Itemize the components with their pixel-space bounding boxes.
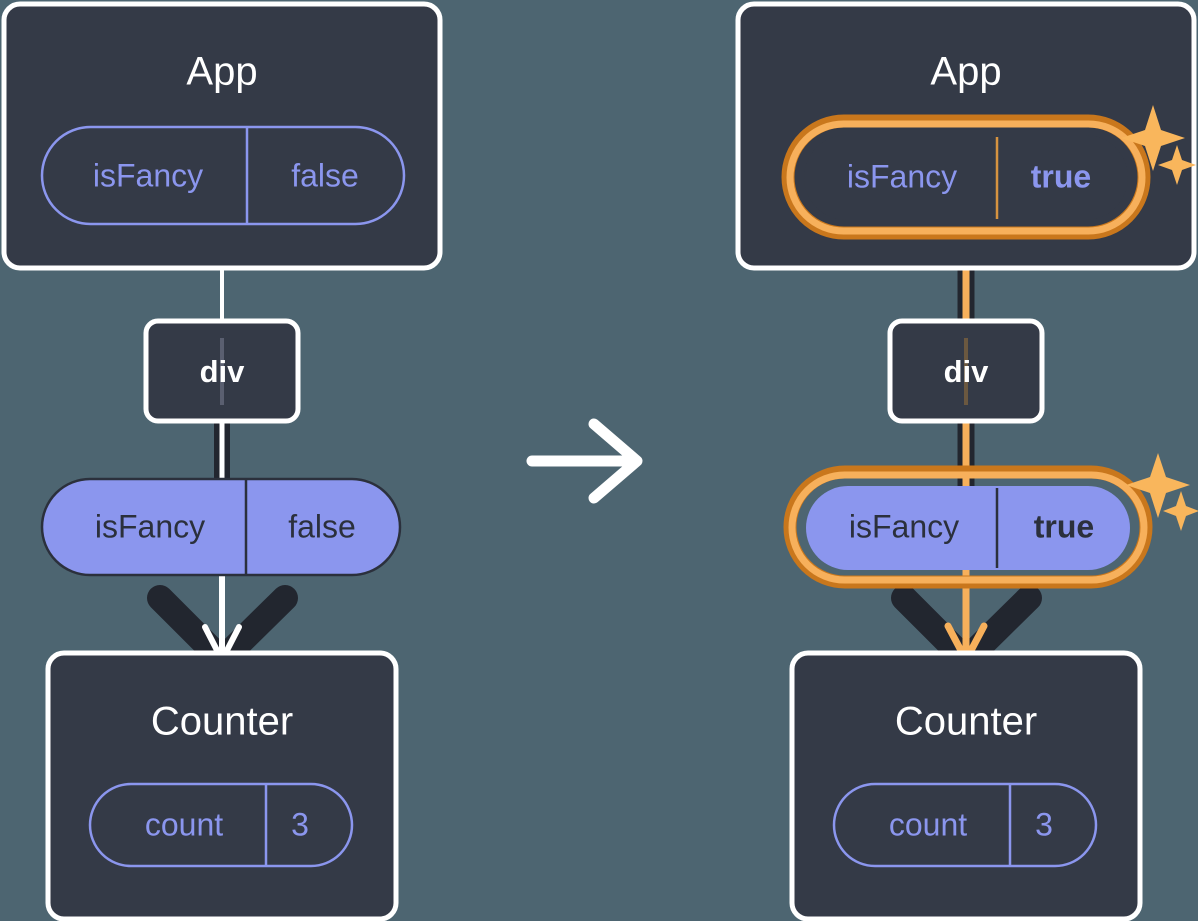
app-card-before [1,1,443,271]
app-title-after: App [930,50,1001,94]
counter-title-before: Counter [151,700,293,744]
counter-pill-value-before: 3 [291,806,309,842]
app-pill-key-before: isFancy [93,157,203,193]
counter-pill-key-before: count [145,806,223,842]
counter-card-after [789,650,1143,921]
prop-pill-body-after [806,486,1130,570]
prop-pill-after: isFancy true [783,465,1153,589]
app-pill-key-after: isFancy [847,158,957,194]
app-pill-body-after [804,135,1128,220]
counter-pill-value-after: 3 [1035,806,1053,842]
counter-pill-key-after: count [889,806,967,842]
prop-pill-before: isFancy false [40,477,402,577]
counter-card-before [45,650,399,921]
prop-pill-key-after: isFancy [849,508,959,544]
counter-pill-after: count 3 [832,782,1098,868]
prop-pill-body-before [40,477,402,577]
app-pill-value-before: false [291,157,359,193]
div-label-before: div [200,354,246,389]
counter-title-after: Counter [895,700,1037,744]
prop-pill-value-after: true [1034,508,1094,544]
prop-pill-value-before: false [288,508,356,544]
prop-pill-key-before: isFancy [95,508,205,544]
before-panel: App isFancy false div [1,1,443,921]
transition-arrow-icon [526,418,643,504]
after-panel: App isFancy true div [735,1,1198,921]
sparkle-icon-app-after [1121,105,1196,185]
counter-pill-before: count 3 [88,782,354,868]
sparkle-icon-prop-after [1126,453,1198,531]
app-pill-outline-before [40,125,406,226]
counter-pill-outline-before [88,782,354,868]
app-pill-before: isFancy false [40,125,406,226]
div-label-after: div [944,354,990,389]
app-pill-value-after: true [1031,158,1091,194]
arrow-prop-to-counter-after [891,560,1042,673]
app-title-before: App [186,50,257,94]
prop-pill-highlight-inner-after [788,471,1148,584]
app-pill-after: isFancy true [781,114,1151,240]
counter-pill-outline-after [832,782,1098,868]
app-pill-highlight-inner-after [786,120,1146,235]
